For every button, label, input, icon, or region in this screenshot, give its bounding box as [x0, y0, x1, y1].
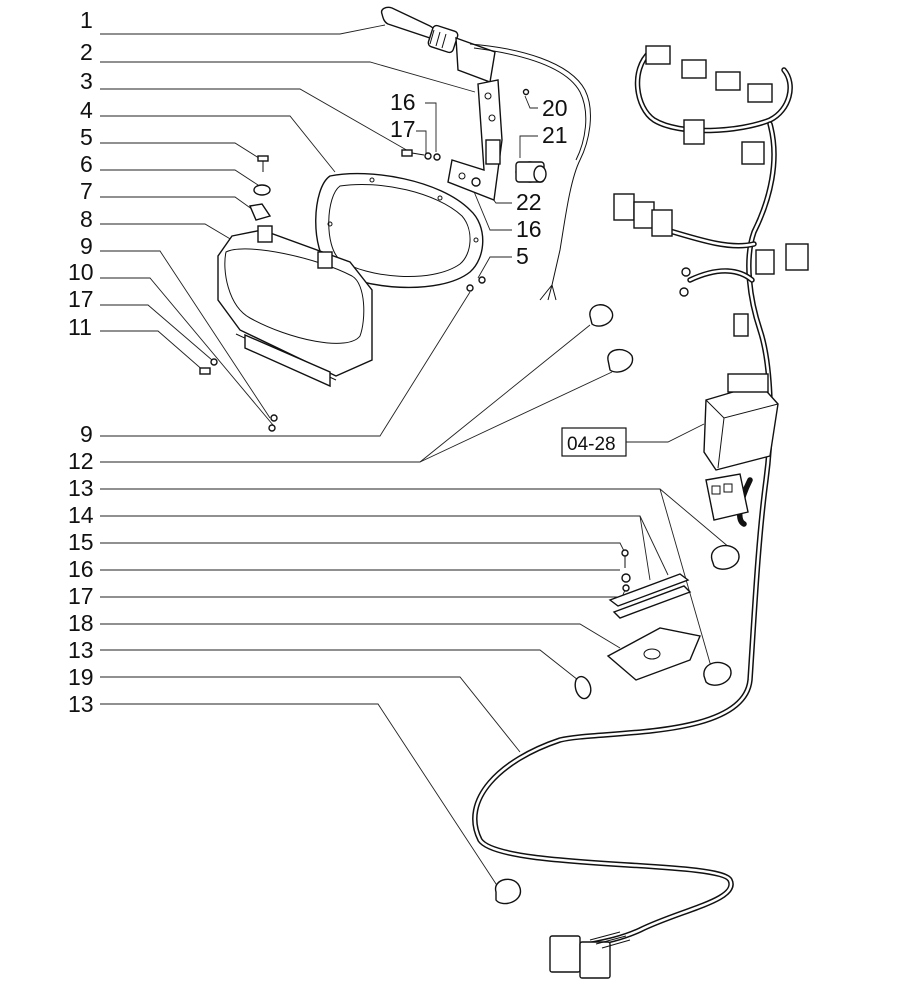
- reference-box: 04-28: [561, 423, 705, 457]
- callout-21: 21: [542, 122, 568, 148]
- callout-17-lower: 17: [68, 583, 94, 609]
- callout-19: 19: [68, 664, 94, 690]
- bracket-screws: [401, 88, 530, 187]
- leader-lines: [100, 24, 731, 891]
- callout-1: 1: [80, 7, 93, 33]
- callout-12: 12: [68, 448, 94, 474]
- callout-22: 22: [516, 189, 542, 215]
- callout-10: 10: [68, 259, 94, 285]
- rotary-switch: [515, 161, 547, 183]
- wiring-harness: [472, 45, 809, 979]
- callout-16-top: 16: [390, 89, 416, 115]
- callout-6: 6: [80, 151, 93, 177]
- mounting-plates: [606, 549, 701, 681]
- callout-16-right: 16: [516, 216, 542, 242]
- callout-7: 7: [80, 178, 93, 204]
- mounting-bracket: [447, 79, 503, 201]
- callout-11: 11: [68, 314, 92, 340]
- callout-18: 18: [68, 610, 94, 636]
- lever-switch: [380, 6, 591, 301]
- callout-16: 16: [68, 556, 94, 582]
- callout-5-right: 5: [516, 243, 529, 269]
- reference-label: 04-28: [567, 434, 616, 455]
- small-fasteners: [199, 155, 486, 432]
- panel-housing: [217, 225, 373, 388]
- instrument-frame: [315, 172, 484, 289]
- callout-17: 17: [68, 286, 94, 312]
- callout-20: 20: [542, 95, 568, 121]
- callout-2: 2: [80, 39, 93, 65]
- center-callouts: 16 17 20 21 22 16 5: [390, 89, 568, 269]
- callout-8: 8: [80, 206, 93, 232]
- callout-13-second: 13: [68, 637, 94, 663]
- callout-4: 4: [80, 97, 93, 123]
- callout-13-third: 13: [68, 691, 94, 717]
- callout-9: 9: [80, 233, 93, 259]
- cable-ties: [495, 304, 740, 905]
- left-callouts: 1 2 3 4 5 6 7 8 9 10 17 11 9 12 13 14 15…: [68, 7, 94, 717]
- callout-3: 3: [80, 68, 93, 94]
- callout-15: 15: [68, 529, 94, 555]
- callout-17-top: 17: [390, 116, 416, 142]
- callout-9-lower: 9: [80, 421, 93, 447]
- callout-14: 14: [68, 502, 94, 528]
- callout-13: 13: [68, 475, 94, 501]
- callout-5: 5: [80, 124, 93, 150]
